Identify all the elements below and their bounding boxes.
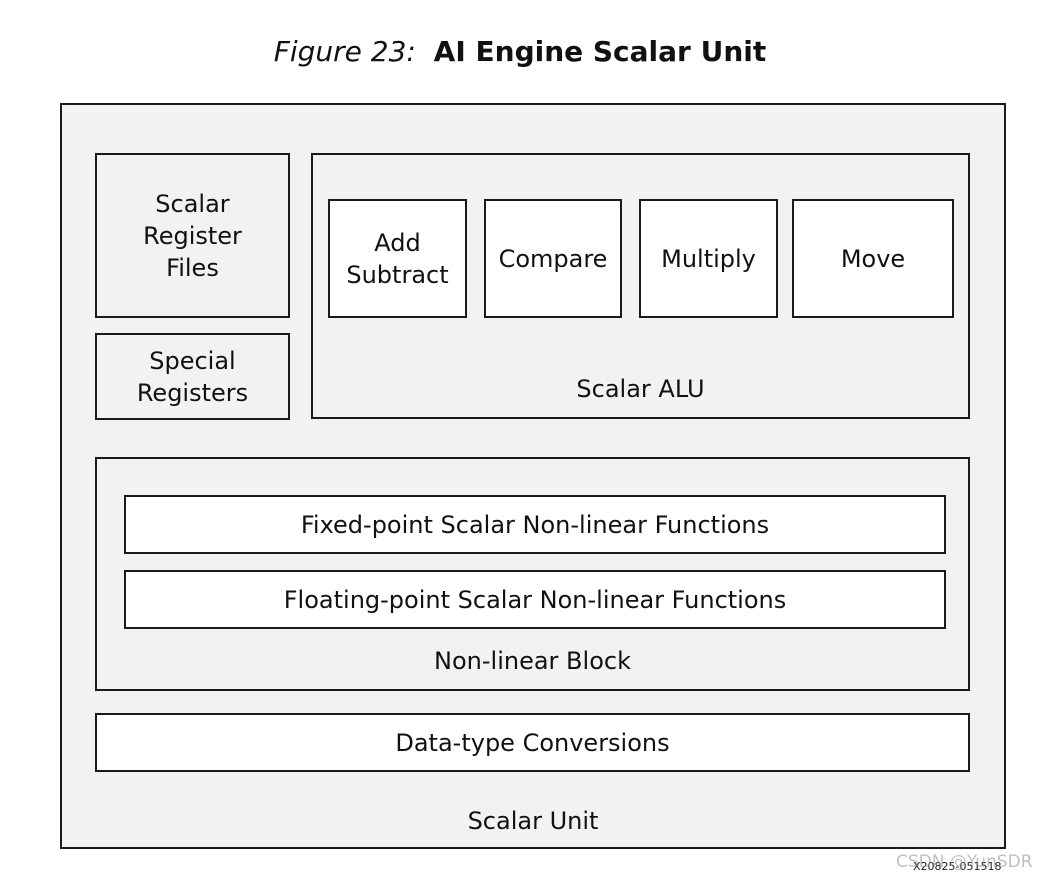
floating-point-functions-block: Floating-point Scalar Non-linear Functio… [124,570,946,629]
fixed-point-functions-label: Fixed-point Scalar Non-linear Functions [300,510,770,539]
figure-title: Figure 23: AI Engine Scalar Unit [0,30,1040,74]
alu-op-label: Multiply [661,244,756,273]
nonlinear-block-label: Non-linear Block [434,647,631,675]
data-type-conversions-label: Data-type Conversions [395,728,670,757]
alu-op-compare: Compare [484,199,622,318]
special-registers-label: Special Registers [136,346,249,407]
fixed-point-functions-block: Fixed-point Scalar Non-linear Functions [124,495,946,554]
alu-op-label: Add Subtract [346,228,449,289]
figure-title-text: AI Engine Scalar Unit [433,35,767,68]
scalar-unit-label: Scalar Unit [467,807,599,835]
alu-op-add-subtract: Add Subtract [328,199,467,318]
figure-id: X20825-051518 [913,860,1002,873]
alu-op-move: Move [792,199,954,318]
scalar-alu-label: Scalar ALU [576,375,705,403]
alu-op-label: Compare [498,244,608,273]
figure-number: Figure 23: [273,35,416,68]
scalar-register-files-label: Scalar Register Files [143,189,242,282]
floating-point-functions-label: Floating-point Scalar Non-linear Functio… [283,585,787,614]
special-registers-block: Special Registers [95,333,290,420]
alu-op-label: Move [840,244,906,273]
data-type-conversions-block: Data-type Conversions [95,713,970,772]
alu-op-multiply: Multiply [639,199,778,318]
scalar-register-files-block: Scalar Register Files [95,153,290,318]
watermark: CSDN @YunSDR [896,852,1033,872]
